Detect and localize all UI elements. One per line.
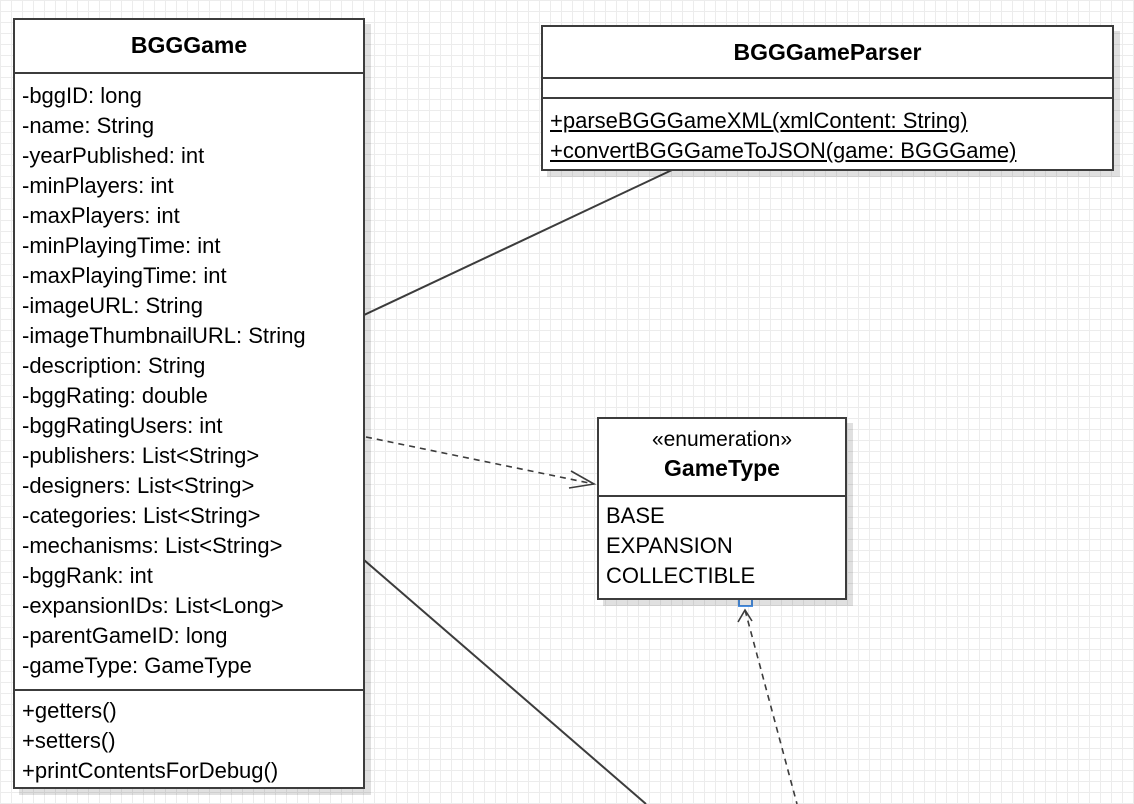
enum-gametype[interactable]: «enumeration» GameType BASE EXPANSION CO…: [597, 417, 847, 600]
operation: +parseBGGGameXML(xmlContent: String): [550, 108, 968, 133]
attribute: -maxPlayingTime: int: [22, 263, 227, 288]
attribute: -maxPlayers: int: [22, 203, 180, 228]
class-name: BGGGameParser: [543, 27, 1112, 79]
attribute: -minPlayingTime: int: [22, 233, 221, 258]
operation: +setters(): [22, 728, 116, 753]
attribute: -name: String: [22, 113, 155, 138]
enum-literal: EXPANSION: [606, 533, 733, 558]
operations-section: +getters() +setters() +printContentsForD…: [15, 691, 363, 786]
enum-header: «enumeration» GameType: [599, 419, 845, 497]
attribute: -bggRating: double: [22, 383, 208, 408]
attribute: -publishers: List<String>: [22, 443, 260, 468]
stereotype-label: «enumeration»: [651, 428, 793, 451]
attributes-section: [543, 79, 1112, 99]
attribute: -bggID: long: [22, 83, 142, 108]
attribute: -gameType: GameType: [22, 653, 252, 678]
association-parser-to-game[interactable]: [363, 169, 673, 316]
dependency-to-gametype-offscreen[interactable]: [744, 609, 798, 804]
class-name: GameType: [664, 455, 780, 481]
enum-literal: BASE: [606, 503, 665, 528]
attribute: -description: String: [22, 353, 206, 378]
attribute: -imageThumbnailURL: String: [22, 323, 306, 348]
operation: +printContentsForDebug(): [22, 758, 279, 783]
literals-section: BASE EXPANSION COLLECTIBLE: [599, 497, 845, 591]
association-game-offscreen[interactable]: [363, 559, 647, 804]
class-name: BGGGame: [15, 20, 363, 74]
dependency-arrowhead: [568, 470, 597, 489]
operation: +getters(): [22, 698, 117, 723]
attributes-section: -bggID: long -name: String -yearPublishe…: [15, 74, 363, 691]
attribute: -parentGameID: long: [22, 623, 228, 648]
attribute: -expansionIDs: List<Long>: [22, 593, 284, 618]
attribute: -bggRatingUsers: int: [22, 413, 223, 438]
class-bgggame[interactable]: BGGGame -bggID: long -name: String -year…: [13, 18, 365, 789]
attribute: -yearPublished: int: [22, 143, 205, 168]
class-bggGameParser[interactable]: BGGGameParser +parseBGGGameXML(xmlConten…: [541, 25, 1114, 171]
attribute: -designers: List<String>: [22, 473, 255, 498]
attribute: -bggRank: int: [22, 563, 153, 588]
dependency-arrowhead-gametype: [737, 608, 753, 623]
operation: +convertBGGGameToJSON(game: BGGGame): [550, 138, 1017, 163]
attribute: -categories: List<String>: [22, 503, 261, 528]
dependency-game-to-gametype[interactable]: [365, 436, 595, 485]
operations-section: +parseBGGGameXML(xmlContent: String) +co…: [543, 99, 1112, 166]
enum-literal: COLLECTIBLE: [606, 563, 756, 588]
attribute: -mechanisms: List<String>: [22, 533, 283, 558]
attribute: -minPlayers: int: [22, 173, 174, 198]
attribute: -imageURL: String: [22, 293, 203, 318]
